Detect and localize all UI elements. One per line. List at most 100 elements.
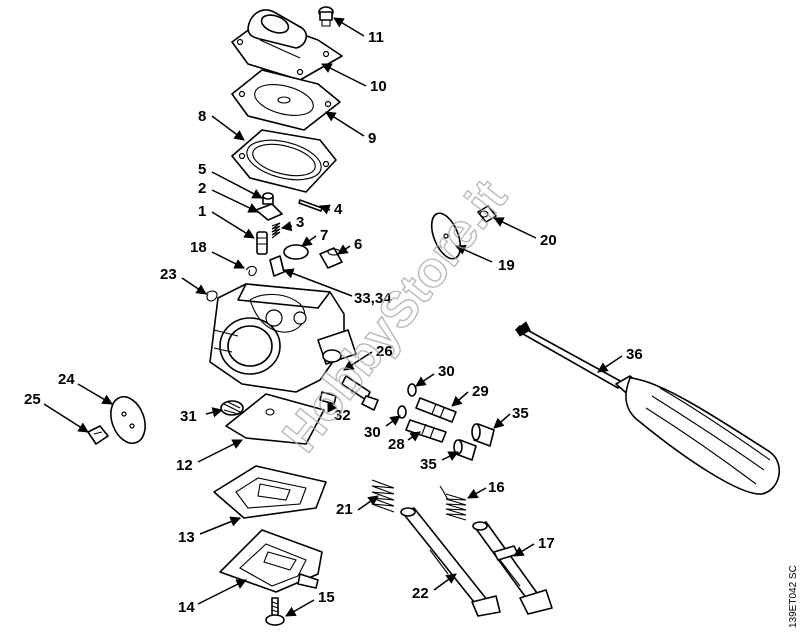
part-10-pump-cover xyxy=(231,9,343,81)
part-28-needle xyxy=(405,419,447,443)
leader-6 xyxy=(337,244,351,255)
part-33-34-nipple xyxy=(269,255,285,277)
part-19-choke-shutter xyxy=(430,212,462,260)
callout-17: 17 xyxy=(538,535,555,552)
callout-13: 13 xyxy=(178,529,195,546)
carburetor-body xyxy=(209,283,357,393)
leader-13 xyxy=(199,516,241,535)
leader-16 xyxy=(467,487,487,499)
leader-3 xyxy=(280,220,293,232)
callout-20: 20 xyxy=(540,232,557,249)
leader-24 xyxy=(77,383,113,405)
part-25-screw xyxy=(87,425,109,445)
part-18-clip xyxy=(245,265,257,277)
callout-2: 2 xyxy=(198,180,206,197)
leader-10 xyxy=(321,63,367,87)
leader-25 xyxy=(43,403,89,433)
leader-23 xyxy=(181,277,207,295)
callout-1: 1 xyxy=(198,203,206,220)
leader-36 xyxy=(597,355,623,373)
callout-28: 28 xyxy=(388,436,405,453)
part-36-screwdriver xyxy=(515,321,780,495)
part-13-metering-diaphragm xyxy=(213,465,327,519)
callout-19: 19 xyxy=(498,257,515,274)
leader-30a xyxy=(415,373,435,387)
leader-8 xyxy=(211,115,245,141)
part-12-gasket xyxy=(225,393,325,445)
leader-11 xyxy=(333,17,365,37)
leader-35a xyxy=(493,413,511,429)
leader-19 xyxy=(455,245,493,263)
callout-7: 7 xyxy=(320,227,328,244)
part-15-screw xyxy=(265,597,285,626)
leader-30b xyxy=(385,415,401,427)
part-3-spring xyxy=(271,222,281,239)
callout-33-34: 33,34 xyxy=(354,290,392,307)
part-30-o-ring-lower xyxy=(397,405,407,419)
drawing-code: 139ET042 SC xyxy=(788,565,799,628)
leader-17 xyxy=(513,543,535,557)
part-14-cover xyxy=(219,529,323,593)
callout-3: 3 xyxy=(296,214,304,231)
part-4-pin xyxy=(298,199,323,212)
callout-30-upper: 30 xyxy=(438,363,455,380)
callout-24: 24 xyxy=(58,371,75,388)
part-9-pump-diaphragm xyxy=(231,69,341,131)
leader-29 xyxy=(451,391,469,407)
callout-26: 26 xyxy=(376,343,393,360)
part-20-screw xyxy=(477,205,497,223)
callout-25: 25 xyxy=(24,391,41,408)
callout-22: 22 xyxy=(412,585,429,602)
part-17-choke-shaft xyxy=(472,521,553,615)
part-7-plug xyxy=(283,244,309,260)
leader-2 xyxy=(211,189,259,213)
callout-29: 29 xyxy=(472,383,489,400)
leader-35b xyxy=(441,451,459,461)
callout-36: 36 xyxy=(626,346,643,363)
leader-15 xyxy=(285,599,315,617)
leader-12 xyxy=(197,439,243,463)
callout-21: 21 xyxy=(336,501,353,518)
part-23-clip xyxy=(205,290,218,302)
leader-22 xyxy=(433,573,457,591)
callout-10: 10 xyxy=(370,78,387,95)
part-8-gasket xyxy=(231,129,337,193)
part-5-screw xyxy=(262,192,274,205)
leader-28 xyxy=(407,431,421,442)
leader-14 xyxy=(197,579,247,605)
part-6-bushing xyxy=(319,247,343,269)
part-11-screw xyxy=(318,6,334,27)
callout-4: 4 xyxy=(334,201,343,218)
leader-9 xyxy=(325,111,365,137)
callout-14: 14 xyxy=(178,599,195,616)
leader-33-34 xyxy=(283,268,353,297)
part-31-filter-screen xyxy=(220,400,244,416)
part-35-sleeve-upper xyxy=(471,423,495,447)
callout-6: 6 xyxy=(354,236,362,253)
callout-8: 8 xyxy=(198,108,206,125)
part-2-lever xyxy=(255,203,283,221)
callout-31: 31 xyxy=(180,408,197,425)
leader-1 xyxy=(211,211,255,239)
callout-12: 12 xyxy=(176,457,193,474)
part-35-sleeve-lower xyxy=(453,439,477,461)
part-26-idle-needle xyxy=(341,375,379,411)
part-30-o-ring-upper xyxy=(407,383,417,397)
callout-30-lower: 30 xyxy=(364,424,381,441)
leader-4 xyxy=(319,204,331,215)
callout-15: 15 xyxy=(318,589,335,606)
callout-5: 5 xyxy=(198,161,206,178)
part-24-throttle-shutter xyxy=(110,395,146,445)
leader-lines xyxy=(43,17,623,617)
leader-26 xyxy=(343,351,373,371)
callout-labels: 11 10 9 8 5 2 1 3 4 7 6 18 23 33,34 20 1… xyxy=(24,29,643,616)
callout-35-upper: 35 xyxy=(512,405,529,422)
part-1-needle xyxy=(256,231,268,255)
callout-35-lower: 35 xyxy=(420,456,437,473)
callout-32: 32 xyxy=(334,407,351,424)
leader-32 xyxy=(327,401,337,413)
leader-7 xyxy=(301,235,317,247)
callout-9: 9 xyxy=(368,130,376,147)
leader-31 xyxy=(205,407,224,418)
